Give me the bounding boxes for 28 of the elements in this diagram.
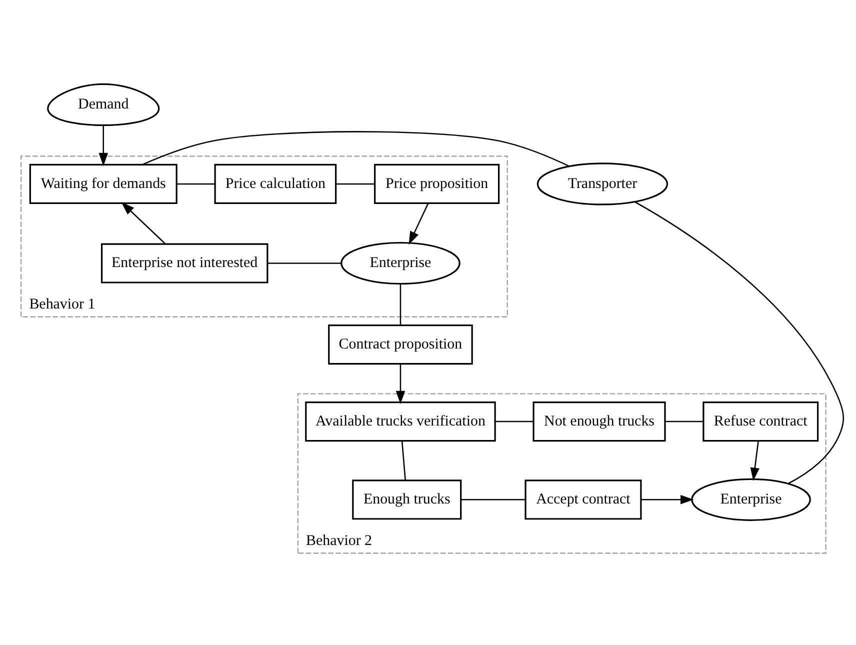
- node-box: Price proposition: [374, 163, 500, 204]
- connector: [400, 283, 402, 325]
- node-box: Waiting for demands: [29, 163, 178, 204]
- connector: [336, 182, 375, 184]
- node-box: Enough trucks: [352, 479, 462, 520]
- node-box: Accept contract: [524, 479, 642, 520]
- connector: [176, 182, 215, 184]
- connector: [460, 498, 526, 500]
- arrow: [98, 124, 108, 166]
- connector: [665, 420, 704, 422]
- arrow: [750, 440, 760, 480]
- connector: [268, 262, 342, 264]
- node-ellipse: Enterprise: [340, 241, 460, 284]
- connector: [401, 440, 406, 480]
- node-box: Price calculation: [214, 163, 337, 204]
- arrow: [408, 202, 429, 244]
- node-box: Refuse contract: [702, 401, 819, 442]
- node-ellipse: Enterprise: [691, 478, 811, 520]
- node-box: Available trucks verification: [305, 401, 496, 442]
- node-box: Contract proposition: [328, 324, 473, 364]
- arrow: [121, 202, 166, 244]
- arrow: [641, 494, 694, 504]
- node-box: Enterprise not interested: [100, 242, 268, 283]
- node-box: Not enough trucks: [532, 401, 666, 442]
- node-ellipse: Transporter: [536, 162, 668, 205]
- connector: [634, 200, 844, 484]
- arrow: [396, 364, 406, 404]
- connector: [495, 420, 534, 422]
